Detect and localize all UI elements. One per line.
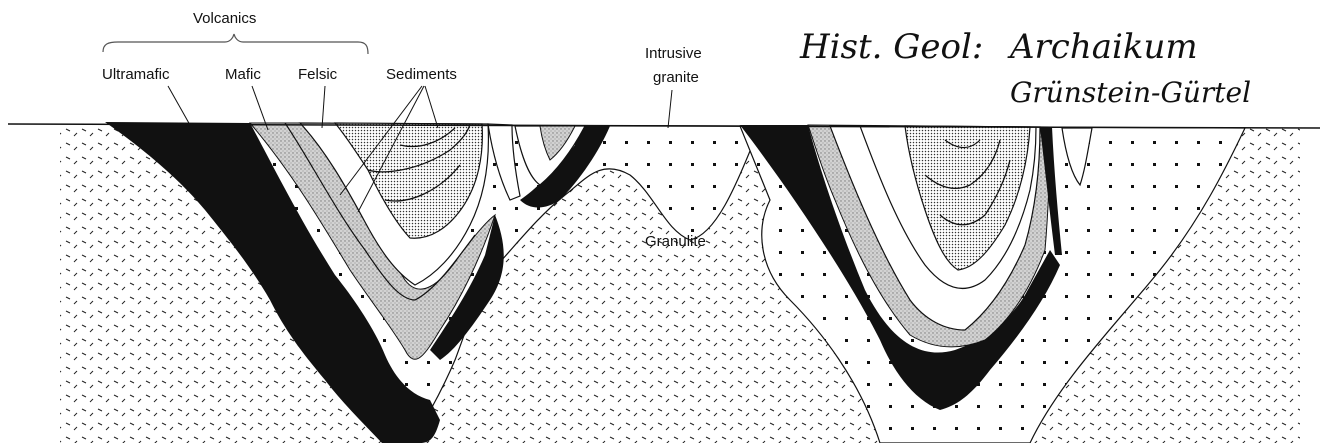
handwriting-archaikum: Archaikum (1007, 27, 1198, 67)
label-intrusive: Intrusive (645, 45, 702, 62)
label-volcanics: Volcanics (193, 10, 256, 27)
leader-sediments-1 (425, 86, 438, 128)
leader-ultramafic (168, 86, 190, 125)
handwriting-hist-geol: Hist. Geol: (799, 27, 983, 67)
label-granite: granite (653, 69, 699, 86)
label-ultramafic: Ultramafic (102, 66, 170, 83)
label-sediments: Sediments (386, 66, 457, 83)
leader-granite (668, 90, 672, 128)
leader-felsic (322, 86, 325, 128)
handwriting-gruenstein: Grünstein-Gürtel (1010, 76, 1251, 109)
label-felsic: Felsic (298, 66, 338, 83)
label-granulite: Granulite (645, 233, 706, 250)
volcanics-bracket (103, 34, 368, 54)
label-mafic: Mafic (225, 66, 261, 83)
